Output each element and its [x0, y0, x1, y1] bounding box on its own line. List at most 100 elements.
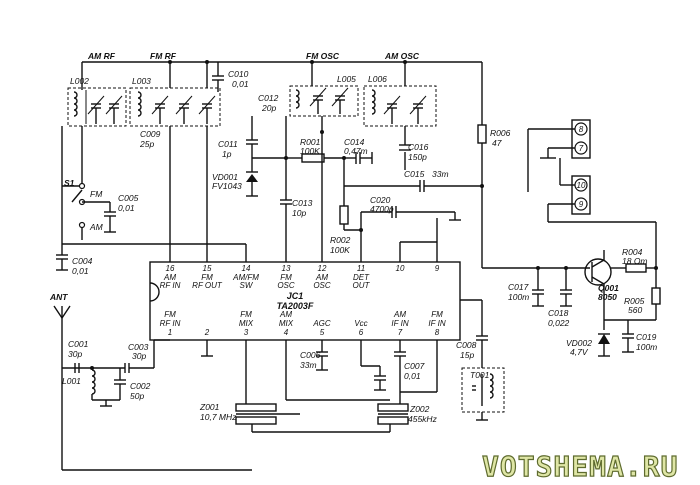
- pin4-num: 4: [284, 328, 289, 337]
- pin3-label2: MIX: [239, 319, 254, 328]
- pin15-num: 15: [203, 264, 212, 273]
- pin6-label1: Vcc: [354, 319, 367, 328]
- c010-ref: C010: [228, 69, 249, 79]
- pin6-num: 6: [359, 328, 364, 337]
- pin11-label1: DET: [353, 273, 370, 282]
- pin1-label2: RF IN: [160, 319, 181, 328]
- section-am-osc: AM OSC: [384, 51, 420, 61]
- c011-ref: C011: [218, 139, 238, 149]
- coil-group-l005: [289, 85, 359, 117]
- ic-notch: [149, 282, 160, 302]
- pin4-label1: AM: [279, 310, 292, 319]
- antenna-block: [53, 305, 252, 471]
- c016-ref: C016: [408, 142, 429, 152]
- resistor-r002: [339, 186, 363, 262]
- t001-label: T001: [470, 370, 490, 380]
- r004-ref: R004: [622, 247, 643, 257]
- r005-ref: R005: [624, 296, 645, 306]
- c001-val: 30p: [68, 349, 82, 359]
- ic-top-pins: 16 AM RF IN 15 FM RF OUT 14 AM/FM SW 13 …: [160, 264, 440, 290]
- switch-s1-block: [61, 126, 247, 262]
- pin12-label2: OSC: [313, 281, 331, 290]
- capacitor-c013: [280, 199, 292, 222]
- pin3-label1: FM: [240, 310, 252, 319]
- coil-group-l006: [363, 85, 437, 127]
- z001-val: 10,7 MHz: [200, 412, 237, 422]
- pin13-label1: FM: [280, 273, 292, 282]
- l006-label: L006: [368, 74, 387, 84]
- c019-ref: C019: [636, 332, 657, 342]
- vd002-val: 4,7V: [570, 347, 589, 357]
- pin14-num: 14: [242, 264, 251, 273]
- pin15-label2: RF OUT: [192, 281, 223, 290]
- c015-ref: C015: [404, 169, 425, 179]
- terminal-8: 8: [579, 125, 584, 134]
- c002-val: 50p: [130, 391, 144, 401]
- c005-val: 0,01: [118, 203, 135, 213]
- c006-val: 33m: [300, 360, 317, 370]
- resistor-r005: [604, 268, 661, 321]
- c017-val: 100m: [508, 292, 529, 302]
- ic-part: TA2003F: [277, 301, 314, 311]
- l001-label: L001: [62, 376, 81, 386]
- s1-ref: S1: [64, 178, 75, 188]
- ic-feed-wires: [169, 62, 406, 262]
- ceramic-filter-z002: [377, 403, 409, 432]
- coil-group-l002: [67, 87, 127, 127]
- varicap-vd001: [246, 116, 302, 197]
- z002-val: 455kHz: [408, 414, 438, 424]
- pin5-label1: AGC: [312, 319, 331, 328]
- vd002-ref: VD002: [566, 338, 592, 348]
- c009-val: 25p: [139, 139, 154, 149]
- ic-bottom-pins: FM RF IN 1 2 FM MIX 3 AM MIX 4 AGC 5 Vcc…: [160, 310, 446, 337]
- q001-ref: Q001: [598, 283, 619, 293]
- pin8-label1: FM: [431, 310, 443, 319]
- c013-ref: C013: [292, 198, 313, 208]
- pin7-label2: IF IN: [391, 319, 408, 328]
- capacitor-c004: [56, 244, 68, 271]
- c017-ref: C017: [508, 282, 529, 292]
- pin8-num: 8: [435, 328, 440, 337]
- ic-ref: JC1: [287, 291, 304, 301]
- pin7-label1: AM: [393, 310, 406, 319]
- pin1-label1: FM: [164, 310, 176, 319]
- c002-ref: C002: [130, 381, 151, 391]
- vd001-ref: VD001: [212, 172, 238, 182]
- pin14-label1: AM/FM: [232, 273, 259, 282]
- c014-ref: C014: [344, 137, 365, 147]
- c003-ref: C003: [128, 342, 149, 352]
- pin7-num: 7: [398, 328, 403, 337]
- vd001-val: FV1043: [212, 181, 242, 191]
- pin16-num: 16: [166, 264, 175, 273]
- c004-val: 0,01: [72, 266, 89, 276]
- l003-label: L003: [132, 76, 151, 86]
- ceramic-filter-z001: [235, 403, 390, 433]
- coil-group-l003: [129, 87, 221, 127]
- pin9-num: 9: [435, 264, 440, 273]
- c007-ref: C007: [404, 361, 425, 371]
- section-fm-osc: FM OSC: [306, 51, 340, 61]
- c015-val: 33m: [432, 169, 449, 179]
- pin3-num: 3: [244, 328, 249, 337]
- z001-ref: Z001: [199, 402, 220, 412]
- pin16-label1: AM: [163, 273, 176, 282]
- top-rail: [81, 60, 483, 125]
- r006-val: 47: [492, 138, 502, 148]
- r001-ref: R001: [300, 137, 321, 147]
- zener-vd002-c019: [598, 300, 634, 357]
- c011-val: 1p: [222, 149, 232, 159]
- r002-ref: R002: [330, 235, 351, 245]
- capacitors-c017-c018: [532, 266, 572, 307]
- pin10-num: 10: [396, 264, 405, 273]
- c013-val: 10p: [292, 208, 306, 218]
- c020-ref: C020: [370, 195, 391, 205]
- pin4-label2: MIX: [279, 319, 294, 328]
- c001-ref: C001: [68, 339, 89, 349]
- capacitor-c010: [212, 62, 224, 92]
- antenna-label: ANT: [49, 292, 68, 302]
- pin2-num: 2: [204, 328, 210, 337]
- pin13-label2: OSC: [277, 281, 295, 290]
- c020-val: 4700p: [370, 204, 394, 214]
- pin12-num: 12: [318, 264, 327, 273]
